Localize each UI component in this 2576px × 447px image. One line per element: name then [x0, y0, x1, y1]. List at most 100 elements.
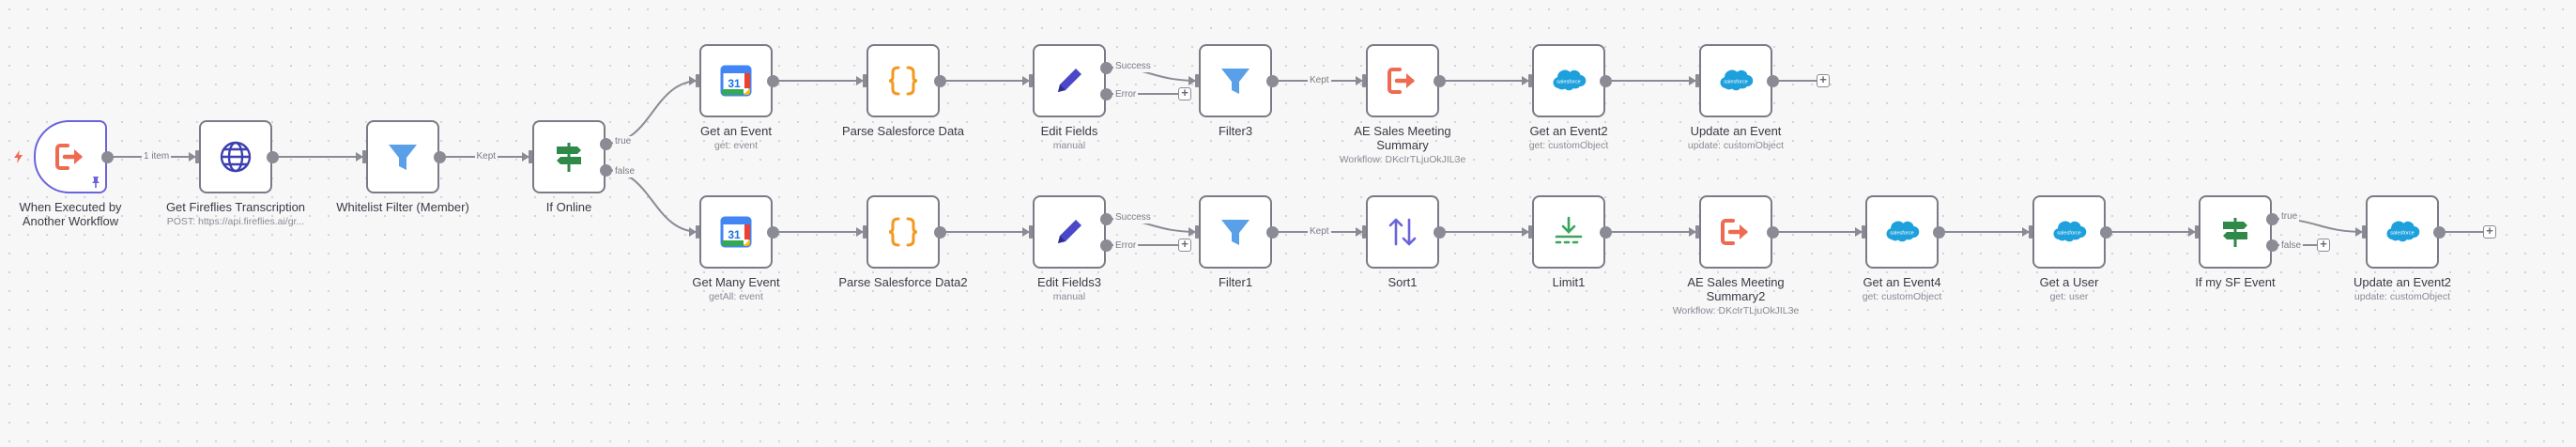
input-port[interactable] — [529, 150, 532, 163]
node-edit-fields3[interactable] — [1033, 195, 1106, 269]
output-port[interactable] — [1599, 74, 1612, 87]
add-node-button[interactable]: + — [2317, 238, 2330, 252]
node-ae-sales-meeting-summary[interactable] — [1366, 44, 1439, 117]
output-port[interactable] — [2432, 225, 2446, 239]
output-port[interactable] — [1099, 212, 1112, 225]
node-get-many-event[interactable]: 31 — [699, 195, 773, 269]
output-port[interactable] — [2265, 239, 2278, 252]
input-port[interactable] — [195, 150, 199, 163]
add-node-button[interactable]: + — [1178, 86, 1191, 100]
add-node-button[interactable]: + — [1178, 238, 1191, 252]
output-port[interactable] — [1433, 74, 1446, 87]
node-subtitle: update: customObject — [1687, 140, 1785, 151]
edge-arrowhead — [856, 76, 864, 85]
output-port[interactable] — [1099, 87, 1112, 100]
input-port[interactable] — [1528, 225, 1532, 239]
node-if-online[interactable] — [532, 120, 606, 193]
node-ae-sales-meeting-summary2[interactable] — [1699, 195, 1772, 269]
input-port[interactable] — [1195, 74, 1199, 87]
node-label: Get an Event2 — [1529, 124, 1608, 138]
output-port[interactable] — [1099, 61, 1112, 74]
input-port[interactable] — [2362, 225, 2366, 239]
output-port[interactable] — [1599, 225, 1612, 239]
node-filter3[interactable] — [1199, 44, 1272, 117]
edge-arrowhead — [2355, 227, 2363, 237]
node-get-an-event[interactable]: 31 — [699, 44, 773, 117]
input-port[interactable] — [1029, 225, 1033, 239]
input-port[interactable] — [1362, 225, 1366, 239]
add-node-button[interactable]: + — [1817, 73, 1830, 87]
input-port[interactable] — [863, 225, 866, 239]
node-subtitle: manual — [1052, 291, 1086, 302]
input-port[interactable] — [696, 225, 699, 239]
node-label: Edit Fields — [1040, 124, 1098, 138]
node-get-fireflies-transcription[interactable] — [199, 120, 272, 193]
node-subtitle: get: customObject — [1528, 140, 1609, 151]
node-sort1[interactable] — [1366, 195, 1439, 269]
output-port[interactable] — [2099, 225, 2112, 239]
output-port[interactable] — [2265, 212, 2278, 225]
output-port[interactable] — [100, 150, 114, 163]
node-update-an-event[interactable]: salesforce — [1699, 44, 1772, 117]
output-port[interactable] — [1265, 225, 1279, 239]
output-port[interactable] — [1099, 239, 1112, 252]
salesforce-icon: salesforce — [2050, 213, 2088, 251]
node-edit-fields[interactable] — [1033, 44, 1106, 117]
node-get-an-event2[interactable]: salesforce — [1532, 44, 1605, 117]
node-subtitle: get: event — [713, 140, 759, 151]
output-port[interactable] — [766, 225, 779, 239]
input-port[interactable] — [1695, 74, 1699, 87]
output-port[interactable] — [433, 150, 446, 163]
node-label: Parse Salesforce Data2 — [838, 275, 968, 289]
output-port[interactable] — [1766, 225, 1779, 239]
svg-text:salesforce: salesforce — [1890, 231, 1914, 237]
node-label: Filter1 — [1218, 275, 1253, 289]
trigger-bolt-icon — [11, 149, 26, 164]
input-port[interactable] — [863, 74, 866, 87]
node-parse-salesforce-data[interactable] — [866, 44, 940, 117]
pin-icon[interactable] — [89, 176, 102, 189]
node-whitelist-filter-member[interactable] — [366, 120, 439, 193]
node-subtitle: update: customObject — [2354, 291, 2451, 302]
node-label: Get a User — [2039, 275, 2099, 289]
node-get-a-user[interactable]: salesforce — [2032, 195, 2106, 269]
execute-workflow-trigger-icon — [52, 138, 89, 176]
output-port[interactable] — [1766, 74, 1779, 87]
edge-label-items: 1 item — [142, 151, 172, 162]
edge-label-kept: Kept — [1308, 75, 1331, 86]
input-port[interactable] — [1029, 74, 1033, 87]
input-port[interactable] — [1195, 225, 1199, 239]
input-port[interactable] — [1695, 225, 1699, 239]
edge-arrowhead — [356, 152, 363, 162]
node-label: Filter3 — [1218, 124, 1253, 138]
node-parse-salesforce-data2[interactable] — [866, 195, 940, 269]
salesforce-icon: salesforce — [1550, 62, 1587, 100]
input-port[interactable] — [1528, 74, 1532, 87]
output-port[interactable] — [933, 74, 946, 87]
output-port[interactable] — [1932, 225, 1945, 239]
edge-arrowhead — [1522, 227, 1529, 237]
input-port[interactable] — [1362, 74, 1366, 87]
edge-label-error: Error — [1113, 89, 1139, 100]
output-port[interactable] — [1265, 74, 1279, 87]
input-port[interactable] — [2029, 225, 2032, 239]
add-node-button[interactable]: + — [2483, 224, 2496, 239]
node-filter1[interactable] — [1199, 195, 1272, 269]
node-limit1[interactable] — [1532, 195, 1605, 269]
node-update-an-event2[interactable]: salesforce — [2366, 195, 2439, 269]
edge-arrowhead — [189, 152, 196, 162]
output-port[interactable] — [1433, 225, 1446, 239]
output-port[interactable] — [766, 74, 779, 87]
node-if-my-sf-event[interactable] — [2199, 195, 2272, 269]
output-port[interactable] — [266, 150, 279, 163]
edge-arrowhead — [1188, 76, 1196, 85]
output-port[interactable] — [933, 225, 946, 239]
input-port[interactable] — [1862, 225, 1865, 239]
input-port[interactable] — [2195, 225, 2199, 239]
input-port[interactable] — [362, 150, 366, 163]
node-get-an-event4[interactable]: salesforce — [1865, 195, 1939, 269]
input-port[interactable] — [696, 74, 699, 87]
output-port[interactable] — [599, 137, 612, 150]
output-port[interactable] — [599, 163, 612, 177]
